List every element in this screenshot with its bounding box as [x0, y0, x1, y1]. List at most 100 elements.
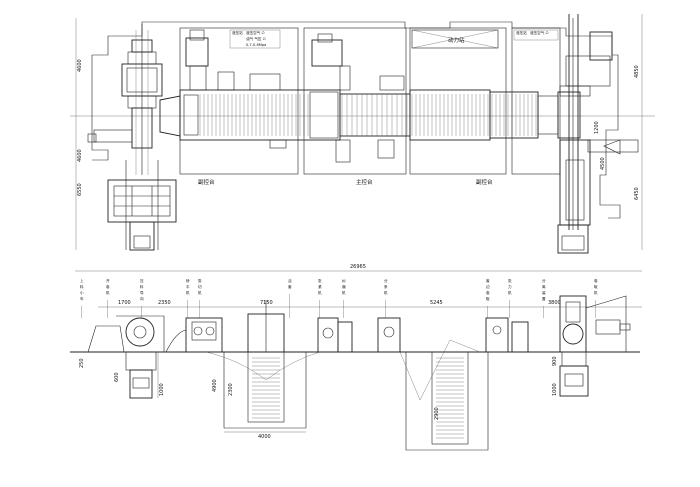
elev-dim-recoiler-1: 1000: [552, 383, 558, 396]
station-label: 卷取机: [594, 278, 598, 318]
station-label: 张力机: [508, 278, 512, 318]
seg-dim-5: 3800: [548, 300, 561, 306]
station-label-char: 机: [508, 290, 512, 295]
pit-2-rungs: [436, 357, 464, 439]
right-small-box: [511, 27, 561, 175]
station-label-char: 分: [384, 278, 388, 283]
station-label-char: 机: [318, 290, 322, 295]
station-label-char: 卷: [594, 278, 598, 283]
station-label-char: 机: [342, 290, 346, 295]
station-label-char: 活: [288, 278, 292, 283]
station-label-char: 废: [486, 278, 490, 283]
overall-length-dim: 26965: [350, 264, 366, 270]
air-spec-line-4: 0.7-0.8Mpa: [246, 43, 266, 47]
plan-uncoiler-left: [87, 24, 177, 251]
air-spec-right-line-2: 液压空气 ∅: [530, 30, 549, 35]
station-label-char: 紧: [318, 284, 322, 289]
station-label-char: 偏: [342, 284, 346, 289]
elevation-view: 26965 上料小车开卷机压料导向矫平机剪切机活套张紧机纠偏机分条机废边卷取张力…: [70, 264, 642, 451]
plan-dim-right-1: 4850: [634, 65, 640, 78]
station-label-char: 料: [80, 284, 84, 289]
station-label-char: 料: [140, 284, 144, 289]
air-spec-line-3: 油气 气压 ∅: [246, 36, 266, 41]
station-label: 开卷机: [106, 279, 110, 318]
station-label-char: 条: [384, 284, 388, 289]
plan-main-line: [159, 29, 613, 163]
station-label-char: 纠: [342, 278, 346, 283]
station-labels: 上料小车开卷机压料导向矫平机剪切机活套张紧机纠偏机分条机废边卷取张力机分离装置卷…: [80, 278, 598, 318]
station-label-char: 卷: [106, 284, 110, 289]
station-label: 矫平机: [186, 278, 190, 318]
station-label-char: 卷: [486, 290, 490, 295]
station-label-char: 张: [508, 278, 512, 283]
elev-loop-pit-1: 4000 2300: [205, 300, 321, 440]
station-label: 分条机: [384, 278, 388, 318]
station-label-char: 机: [594, 290, 598, 295]
station-label-char: 机: [198, 290, 202, 295]
station-label-char: 取: [594, 285, 598, 289]
station-label-char: 向: [140, 296, 144, 301]
plan-dim-right-3: 4500: [600, 157, 606, 170]
station-label-char: 平: [186, 285, 190, 289]
station-label-char: 上: [80, 278, 84, 283]
plan-dim-left-2: 4600: [77, 149, 83, 162]
elev-dim-uncoiler: 1000: [159, 383, 165, 396]
station-label-char: 机: [106, 290, 110, 295]
elev-dim-base: 250: [79, 358, 85, 368]
station-label-char: 边: [486, 284, 490, 289]
station-label-char: 压: [140, 279, 144, 283]
left-console-label: 副控台: [198, 178, 215, 186]
station-label: 纠偏机: [342, 278, 346, 318]
elev-slitter: [317, 317, 401, 353]
station-label-char: 置: [542, 296, 546, 301]
right-console-box: [409, 27, 507, 175]
power-station-label: 动力站: [448, 36, 465, 44]
plan-recoiler-right: [557, 14, 639, 254]
plan-view: 副控台 主控台 副控台 动力站 液压站 液压空气 ∅ 油气 气压 ∅ 0.7-0…: [70, 14, 655, 254]
air-spec-right-line-1: 液压站: [516, 30, 527, 35]
station-label-char: 装: [542, 290, 546, 295]
elev-leveler: [165, 317, 223, 353]
station-label-char: 小: [80, 290, 84, 295]
station-label-char: 开: [106, 279, 110, 283]
station-label-char: 车: [80, 296, 84, 301]
station-label-char: 取: [486, 297, 490, 301]
seg-dim-2: 2350: [158, 300, 171, 306]
station-label: 活套: [288, 278, 292, 318]
pit-1-rungs: [252, 357, 280, 419]
seg-dim-1: 1700: [118, 300, 131, 306]
main-console-label: 主控台: [356, 178, 373, 186]
left-console-box: [179, 27, 299, 175]
power-station-box: [411, 29, 499, 49]
pit-1-depth-dim: 2300: [228, 383, 234, 396]
seg-dim-4: 5245: [430, 300, 443, 306]
station-label-char: 离: [542, 284, 546, 289]
air-spec-line-1: 液压站: [232, 30, 243, 35]
elev-uncoiler: 1000: [87, 315, 165, 399]
station-label-char: 导: [140, 290, 144, 295]
plan-dim-left-1: 4600: [77, 59, 83, 72]
elev-dim-pit1-outer: 4900: [212, 379, 218, 392]
seg-dim-3: 7150: [260, 300, 273, 306]
station-label-char: 分: [542, 278, 546, 283]
station-label-char: 矫: [186, 278, 190, 283]
air-spec-line-2: 液压空气 ∅: [246, 30, 265, 35]
station-label: 剪切机: [198, 278, 202, 318]
station-label-char: 张: [318, 278, 322, 283]
pit-2-depth-dim: 2900: [434, 407, 440, 420]
elev-dim-recoiler-2: 900: [552, 356, 558, 366]
station-label-char: 剪: [198, 278, 202, 283]
plan-dim-left-3: 6550: [77, 183, 83, 196]
station-label-char: 切: [198, 284, 202, 289]
plan-dim-right-2: 1200: [594, 121, 600, 134]
station-label: 张紧机: [318, 278, 322, 318]
elev-dim-small: 600: [114, 372, 120, 382]
right-console-label: 副控台: [476, 178, 493, 186]
plan-dim-right-4: 6450: [634, 187, 640, 200]
main-console-box: [303, 27, 407, 175]
